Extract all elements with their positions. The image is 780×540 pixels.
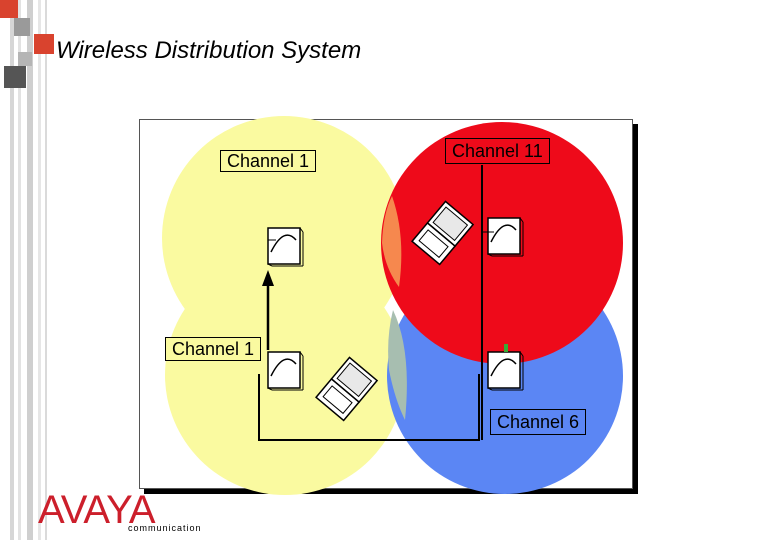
access-point-icon <box>482 217 524 257</box>
decor-square-red-2 <box>34 34 54 54</box>
channel-label-top-right: Channel 11 <box>445 138 550 164</box>
access-point-icon <box>267 227 304 267</box>
decor-square-red-1 <box>0 0 18 18</box>
laptop-icon <box>411 200 475 266</box>
decor-bar-5 <box>45 0 47 540</box>
decor-bar-1 <box>10 0 14 540</box>
wired-backbone <box>258 374 480 441</box>
decor-bar-3 <box>27 0 33 540</box>
arrow-head <box>262 270 274 286</box>
overlap-yellow-red <box>382 196 402 287</box>
decor-square-gray-1 <box>14 18 30 36</box>
logo-wordmark: AVAYA <box>38 488 156 532</box>
access-point-icon <box>267 351 304 391</box>
decor-bar-2 <box>18 0 21 540</box>
decor-square-gray-2 <box>18 52 32 66</box>
channel-label-top-left: Channel 1 <box>220 150 317 172</box>
channel-label-bottom-left: Channel 1 <box>165 337 262 361</box>
decor-bar-4 <box>38 0 41 540</box>
access-point-icon <box>487 344 524 391</box>
decor-square-dark <box>4 66 26 88</box>
slide-title: Wireless Distribution System <box>56 37 362 64</box>
logo-subtitle: communication <box>128 523 202 533</box>
overlap-yellow-blue <box>388 310 407 420</box>
laptop-icon <box>315 356 379 422</box>
channel-label-bottom-right: Channel 6 <box>490 409 587 435</box>
avaya-logo: AVAYA communication <box>38 490 208 534</box>
